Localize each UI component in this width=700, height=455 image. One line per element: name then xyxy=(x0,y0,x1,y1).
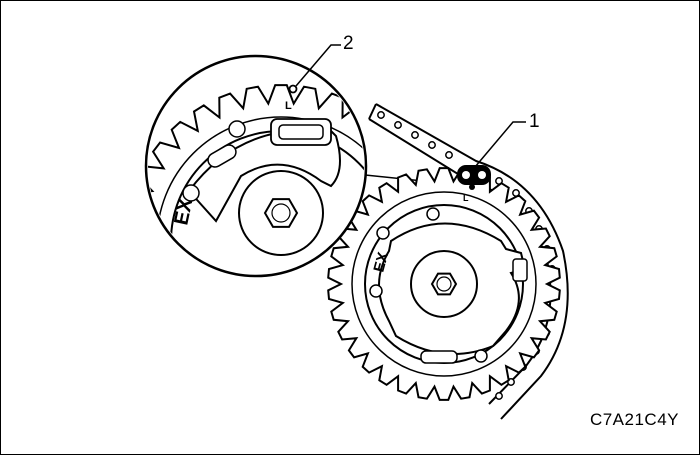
chain-roller xyxy=(495,392,503,400)
chain-roller xyxy=(377,111,385,119)
chain-roller xyxy=(428,141,436,149)
chain-roller xyxy=(445,151,453,159)
exhaust-marking: EX xyxy=(370,250,392,274)
timing-mark-letter-zoomed: L xyxy=(285,100,292,112)
timing-mark-dot xyxy=(288,84,298,94)
figure-code: C7A21C4Y xyxy=(589,410,679,429)
chain-roller xyxy=(411,131,419,139)
callout-2-leader xyxy=(295,44,341,87)
callout-1-leader xyxy=(474,121,526,168)
marked-chain-link xyxy=(457,165,491,190)
chain-roller xyxy=(394,121,402,129)
callout-number-2: 2 xyxy=(343,33,354,54)
camshaft-sprocket: EX L xyxy=(327,167,561,401)
timing-mark-letter: L xyxy=(463,193,469,203)
magnified-detail-circle: EX L xyxy=(144,54,368,278)
sprocket-bolt-head xyxy=(430,272,458,296)
callout-number-1: 1 xyxy=(529,111,540,132)
